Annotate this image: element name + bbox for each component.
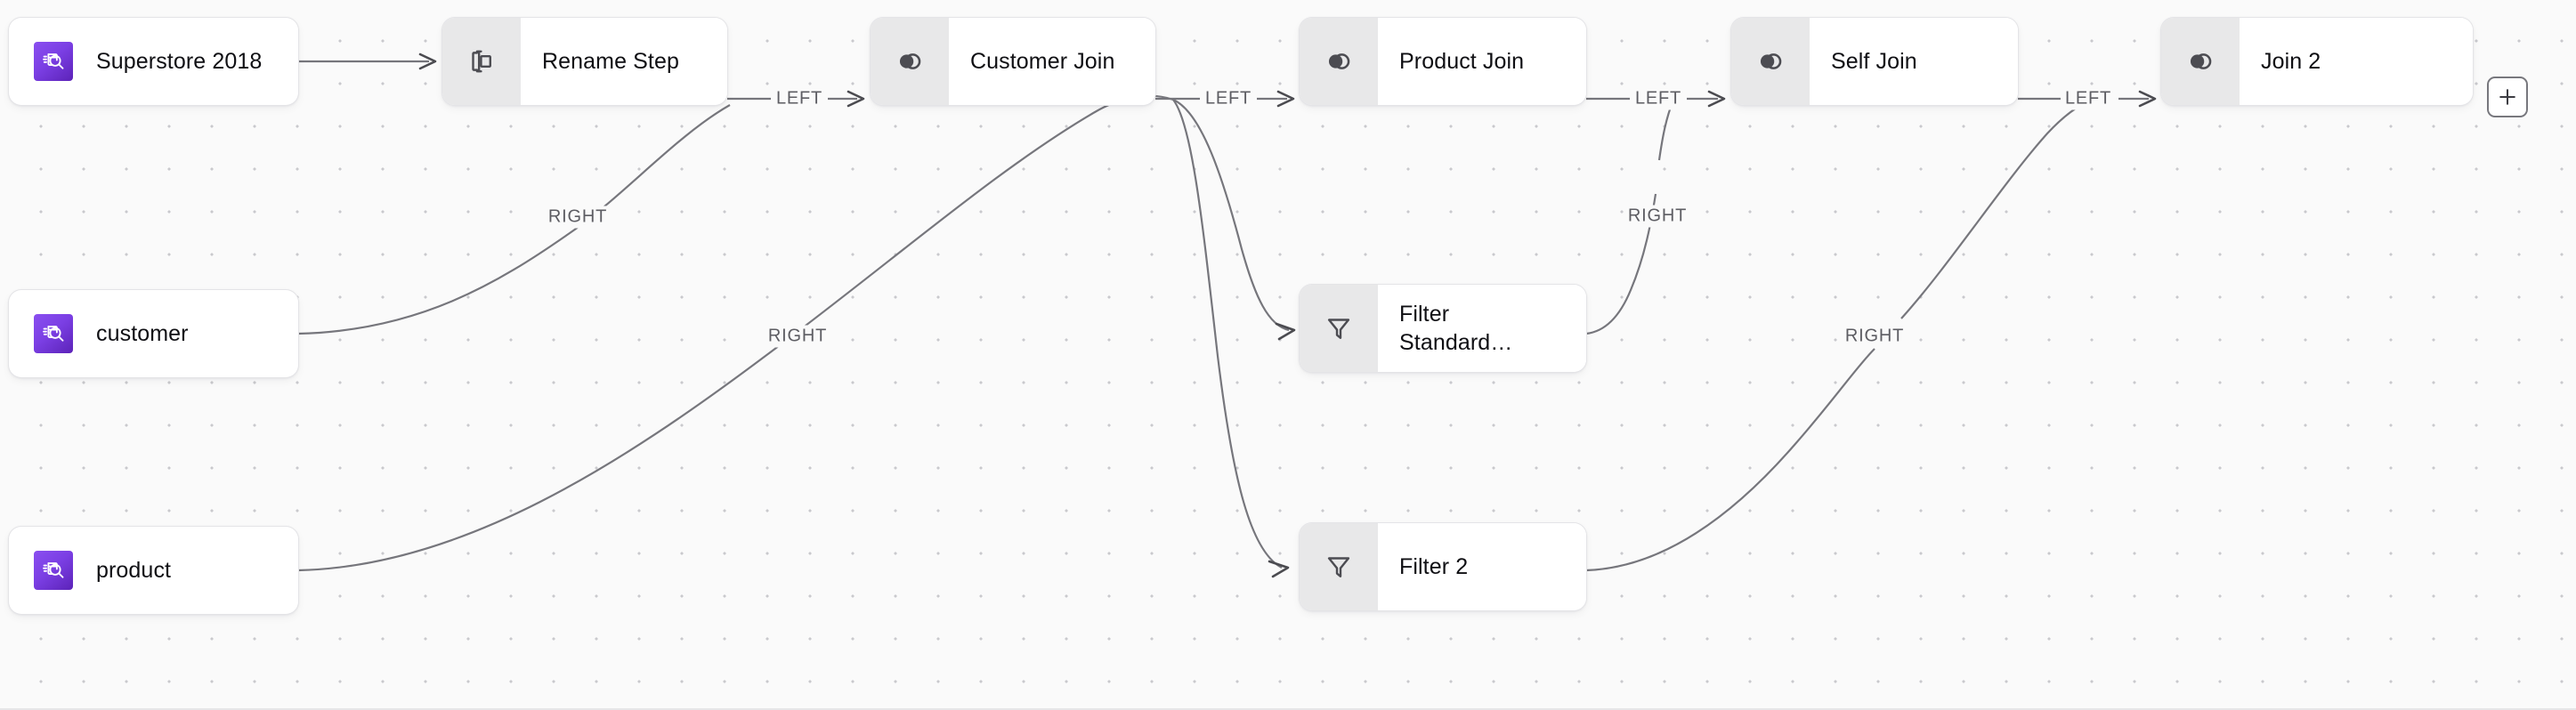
rename-icon <box>442 18 521 105</box>
add-step-button[interactable] <box>2487 77 2528 117</box>
node-body: Customer Join <box>949 18 1155 105</box>
node-body: Join 2 <box>2240 18 2473 105</box>
canvas-bottom-band <box>0 699 2576 708</box>
node-label: Product Join <box>1399 48 1525 74</box>
filter-icon <box>1300 285 1378 372</box>
node-label: product <box>96 557 172 583</box>
edge-label-right-customer-customerjoin: RIGHT <box>543 206 612 229</box>
edge-label-left-productjoin-selfjoin: LEFT <box>1630 87 1687 110</box>
node-body: Rename Step <box>521 18 727 105</box>
node-join-2[interactable]: Join 2 <box>2161 18 2473 105</box>
node-superstore-2018[interactable]: Superstore 2018 <box>9 18 298 105</box>
node-label: Self Join <box>1831 48 1917 74</box>
edge-superstore-to-rename <box>298 52 437 70</box>
edge-customerjoin-to-filterstandard <box>1172 98 1296 341</box>
join-icon <box>2161 18 2240 105</box>
node-product-join[interactable]: Product Join <box>1300 18 1586 105</box>
edge-label-right-product-productjoin: RIGHT <box>763 325 832 348</box>
node-product[interactable]: product <box>9 527 298 614</box>
filter-icon <box>1300 523 1378 610</box>
canvas-top-band <box>0 0 2576 14</box>
node-label: Join 2 <box>2261 48 2321 74</box>
node-body: Filter Standard… <box>1378 285 1586 372</box>
database-search-icon <box>34 551 73 590</box>
edge-label-right-filterstandard-selfjoin: RIGHT <box>1623 205 1692 228</box>
edge-customer-to-customerjoin <box>297 104 731 335</box>
join-icon <box>1731 18 1810 105</box>
node-label: Rename Step <box>542 48 679 74</box>
database-search-icon <box>34 42 73 81</box>
edge-customerjoin-to-filter2 <box>1172 99 1290 578</box>
node-body: Self Join <box>1810 18 2018 105</box>
node-customer[interactable]: customer <box>9 290 298 377</box>
join-icon <box>871 18 949 105</box>
node-body: Product Join <box>1378 18 1586 105</box>
plus-icon <box>2499 89 2515 105</box>
edge-label-left-customerjoin-productjoin: LEFT <box>1200 87 1257 110</box>
node-filter-standard[interactable]: Filter Standard… <box>1300 285 1586 372</box>
node-body: Filter 2 <box>1378 523 1586 610</box>
node-self-join[interactable]: Self Join <box>1731 18 2018 105</box>
node-rename-step[interactable]: Rename Step <box>442 18 727 105</box>
node-customer-join[interactable]: Customer Join <box>871 18 1155 105</box>
database-search-icon <box>34 314 73 353</box>
edge-label-left-selfjoin-join2: LEFT <box>2060 87 2117 110</box>
join-icon <box>1300 18 1378 105</box>
node-label: Customer Join <box>970 48 1115 74</box>
node-label: Filter 2 <box>1399 553 1469 579</box>
edge-label-left-rename-customerjoin: LEFT <box>771 87 828 110</box>
node-label: Filter Standard… <box>1399 301 1513 356</box>
node-filter-2[interactable]: Filter 2 <box>1300 523 1586 610</box>
edge-label-right-filter2-join2: RIGHT <box>1840 325 1909 348</box>
node-label: customer <box>96 320 189 346</box>
node-label: Superstore 2018 <box>96 48 263 74</box>
edge-product-to-productjoin <box>297 94 1174 572</box>
